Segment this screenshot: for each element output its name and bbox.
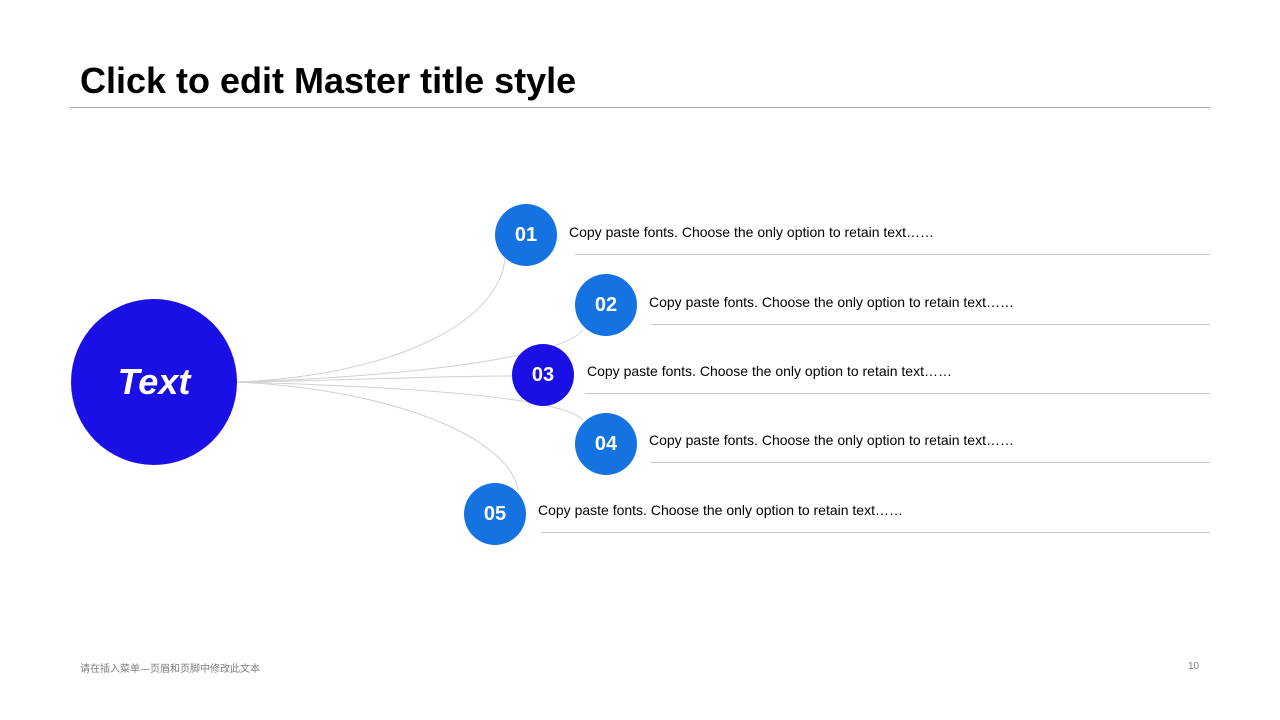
- hub-circle[interactable]: Text: [71, 299, 237, 465]
- connector-02: [236, 329, 584, 383]
- connector-05: [236, 381, 519, 491]
- badge-number: 02: [594, 293, 618, 316]
- connector-01: [236, 257, 506, 383]
- connector-03: [236, 375, 513, 383]
- item-rule-03: [585, 393, 1210, 394]
- badge-02[interactable]: 02: [575, 274, 637, 336]
- item-text-04[interactable]: Copy paste fonts. Choose the only option…: [649, 432, 1014, 448]
- item-text-05[interactable]: Copy paste fonts. Choose the only option…: [538, 502, 903, 518]
- connector-04: [236, 381, 584, 421]
- item-text-03[interactable]: Copy paste fonts. Choose the only option…: [587, 363, 952, 379]
- page-number: 10: [1188, 661, 1200, 672]
- footer-text[interactable]: 请在插入菜单—页眉和页脚中修改此文本: [80, 664, 260, 675]
- badge-number: 05: [483, 502, 507, 525]
- badge-05[interactable]: 05: [464, 483, 526, 545]
- item-text-02[interactable]: Copy paste fonts. Choose the only option…: [649, 294, 1014, 310]
- badge-01[interactable]: 01: [495, 204, 557, 266]
- slide-title[interactable]: Click to edit Master title style: [80, 60, 577, 101]
- item-rule-02: [651, 324, 1210, 325]
- title-underline: [70, 107, 1210, 108]
- badge-number: 04: [594, 432, 618, 455]
- badge-04[interactable]: 04: [575, 413, 637, 475]
- badge-number: 01: [514, 223, 538, 246]
- item-text-01[interactable]: Copy paste fonts. Choose the only option…: [569, 224, 934, 240]
- badge-number: 03: [531, 363, 555, 386]
- hub-label: Text: [117, 361, 191, 402]
- badge-03[interactable]: 03: [512, 344, 574, 406]
- item-rule-05: [541, 532, 1210, 533]
- item-rule-01: [575, 254, 1210, 255]
- item-rule-04: [651, 462, 1210, 463]
